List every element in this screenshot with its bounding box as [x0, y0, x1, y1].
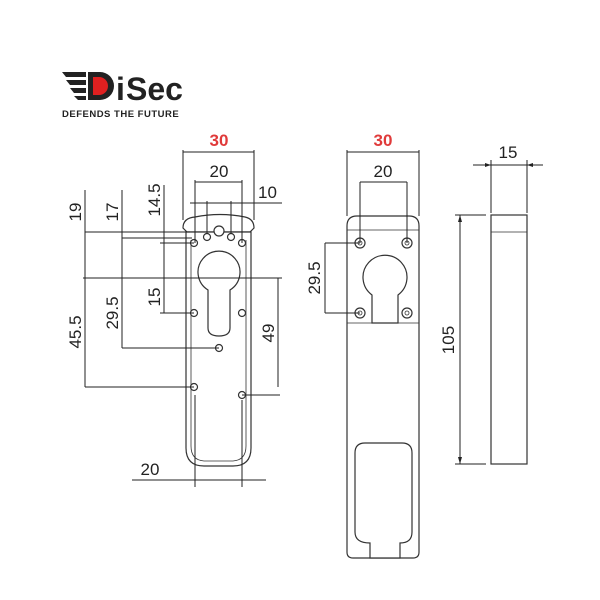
back-view: 30 20 29.5 — [305, 131, 420, 559]
side-thickness-15: 15 — [499, 143, 518, 162]
side-length-105: 105 — [439, 326, 458, 354]
front-plate-cap — [182, 213, 255, 233]
logo-tagline: DEFENDS THE FUTURE — [62, 109, 179, 120]
speed-stripes-icon — [62, 72, 86, 100]
front-bottom-spacing-20: 20 — [141, 460, 160, 479]
logo-brand-text: i — [116, 71, 125, 107]
dim-45-5: 45.5 — [66, 315, 85, 348]
dim-14-5: 14.5 — [145, 183, 164, 216]
back-hole-vertical-29-5: 29.5 — [305, 261, 324, 294]
dim-49: 49 — [259, 324, 278, 343]
dim-15: 15 — [145, 288, 164, 307]
cylinder-cutout — [197, 250, 241, 337]
front-view: 30 20 10 19 17 14.5 45.5 29.5 15 49 20 — [66, 131, 282, 487]
front-offset-10: 10 — [258, 183, 277, 202]
back-width-30: 30 — [374, 131, 393, 150]
disec-logo: i Sec DEFENDS THE FUTURE — [62, 71, 183, 120]
front-width-30: 30 — [210, 131, 229, 150]
side-profile — [490, 214, 528, 465]
logo-brand-rest: Sec — [126, 71, 183, 107]
front-hole-spacing-20: 20 — [210, 162, 229, 181]
dim-17: 17 — [103, 203, 122, 222]
back-cylinder-cutout — [362, 254, 408, 324]
side-view: 15 105 — [439, 143, 543, 465]
back-hole-spacing-20: 20 — [374, 162, 393, 181]
dim-29-5: 29.5 — [103, 296, 122, 329]
dim-19: 19 — [66, 203, 85, 222]
back-window — [354, 442, 413, 559]
